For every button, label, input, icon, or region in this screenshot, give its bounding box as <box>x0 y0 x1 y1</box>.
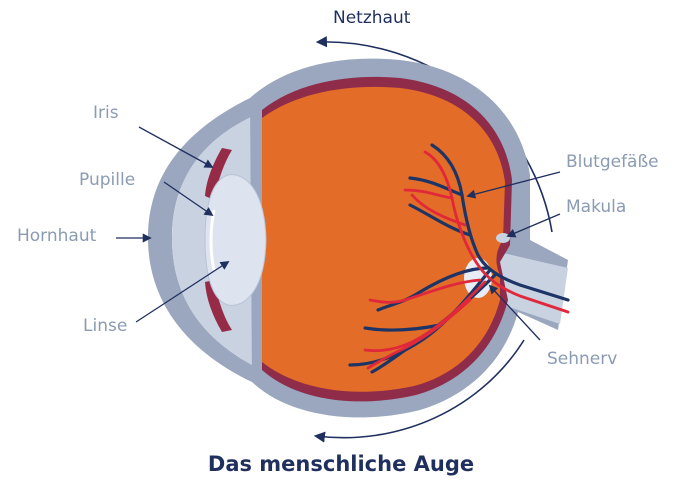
diagram-title: Das menschliche Auge <box>0 452 682 476</box>
macula <box>496 233 510 243</box>
vitreous-body <box>262 87 505 392</box>
label-netzhaut: Netzhaut <box>333 10 410 27</box>
lens <box>205 175 266 306</box>
label-pupille: Pupille <box>79 172 135 189</box>
label-iris: Iris <box>93 105 119 122</box>
label-hornhaut: Hornhaut <box>17 228 96 245</box>
label-sehnerv: Sehnerv <box>547 351 617 368</box>
label-linse: Linse <box>83 318 127 335</box>
label-makula: Makula <box>566 199 626 216</box>
label-blutgefaesse: Blutgefäße <box>566 154 659 171</box>
